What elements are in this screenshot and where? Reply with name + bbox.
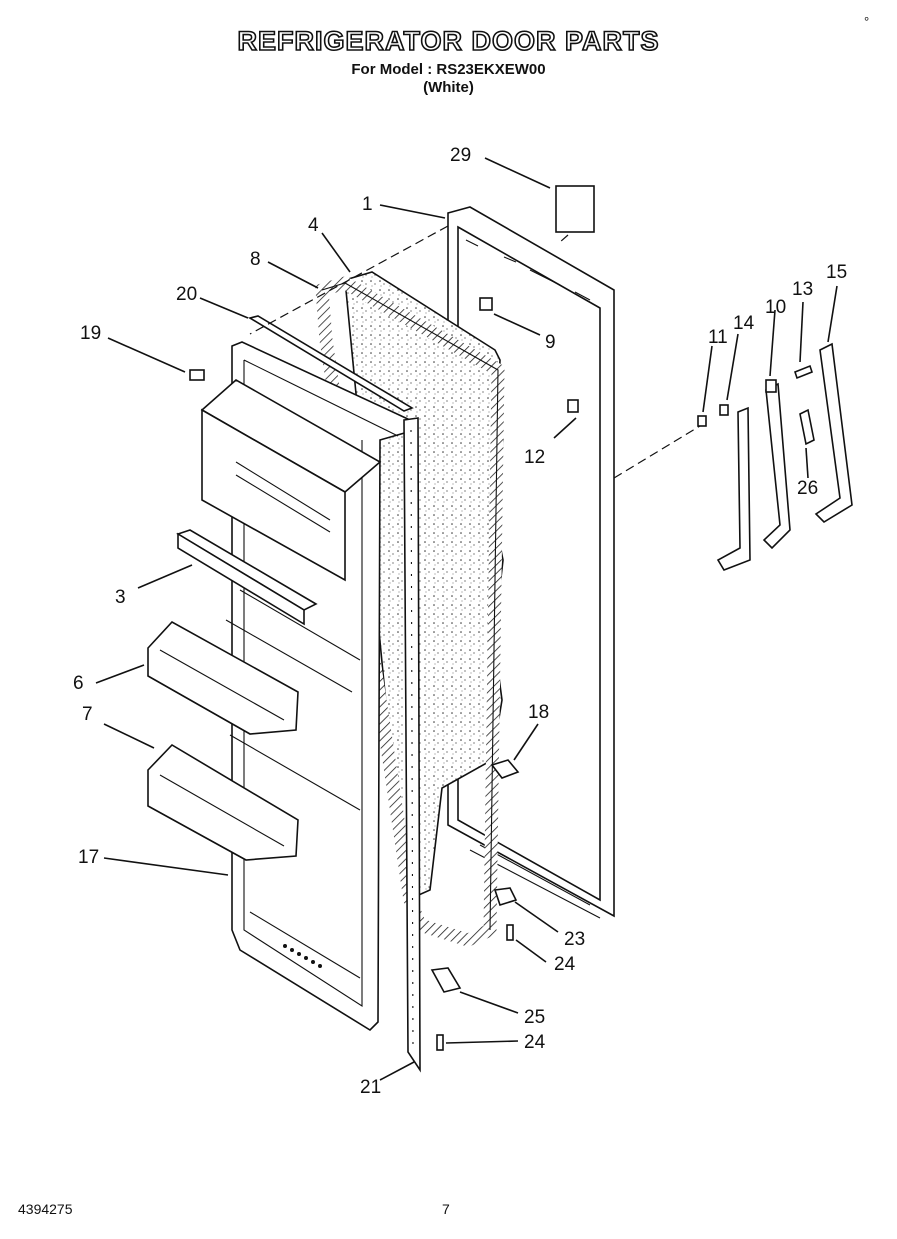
callout-9: 9 bbox=[545, 332, 556, 353]
callout-11: 11 bbox=[708, 327, 728, 348]
callout-15: 15 bbox=[826, 262, 847, 283]
callout-labels: 29 1 4 8 20 19 9 11 14 10 13 15 12 26 3 … bbox=[73, 145, 847, 1098]
callout-19: 19 bbox=[80, 323, 101, 344]
callout-18: 18 bbox=[528, 702, 549, 723]
callout-3: 3 bbox=[115, 587, 126, 608]
page-title: REFRIGERATOR DOOR PARTS bbox=[237, 25, 660, 57]
callout-26: 26 bbox=[797, 478, 818, 499]
callout-10: 10 bbox=[765, 297, 786, 318]
callout-6: 6 bbox=[73, 673, 84, 694]
callout-20: 20 bbox=[176, 284, 197, 305]
callout-25: 25 bbox=[524, 1007, 545, 1028]
hardware-parts bbox=[189, 185, 595, 1051]
callout-1: 1 bbox=[362, 194, 373, 215]
callout-8: 8 bbox=[250, 249, 261, 270]
color-line: (White) bbox=[423, 79, 474, 96]
part-29-label bbox=[555, 185, 595, 233]
part-9-bushing bbox=[479, 297, 493, 311]
callout-23: 23 bbox=[564, 929, 585, 950]
handle-assembly bbox=[697, 342, 853, 571]
door-bin-7 bbox=[147, 743, 299, 861]
callout-17: 17 bbox=[78, 847, 99, 868]
part-19-screw bbox=[189, 369, 205, 381]
assembly-lines bbox=[249, 225, 701, 479]
callout-4: 4 bbox=[308, 215, 319, 236]
door-shelf-3 bbox=[176, 529, 318, 626]
model-line: For Model : RS23EKXEW00 bbox=[351, 61, 546, 78]
part-18-bracket bbox=[490, 759, 520, 779]
callout-29: 29 bbox=[450, 145, 471, 166]
part-25-hinge bbox=[430, 967, 462, 993]
callout-24b: 24 bbox=[524, 1032, 546, 1053]
side-trim bbox=[403, 417, 421, 1073]
top-cap bbox=[247, 315, 414, 412]
door-bin-6 bbox=[147, 620, 299, 735]
callout-12: 12 bbox=[524, 447, 545, 468]
part-24-screw-upper bbox=[506, 924, 514, 941]
callout-13: 13 bbox=[792, 279, 813, 300]
callout-21: 21 bbox=[360, 1077, 381, 1098]
corner-mark: ° bbox=[864, 14, 870, 29]
part-24-screw-lower bbox=[436, 1034, 444, 1051]
callout-7: 7 bbox=[82, 704, 93, 725]
leader-lines bbox=[95, 157, 838, 1081]
document-number: 4394275 bbox=[18, 1201, 73, 1217]
callout-14: 14 bbox=[733, 313, 755, 334]
part-23-hinge bbox=[493, 887, 518, 906]
page-number: 7 bbox=[442, 1201, 450, 1217]
part-12-clip bbox=[567, 399, 579, 413]
liner-dots bbox=[283, 944, 322, 968]
callout-24a: 24 bbox=[554, 954, 576, 975]
